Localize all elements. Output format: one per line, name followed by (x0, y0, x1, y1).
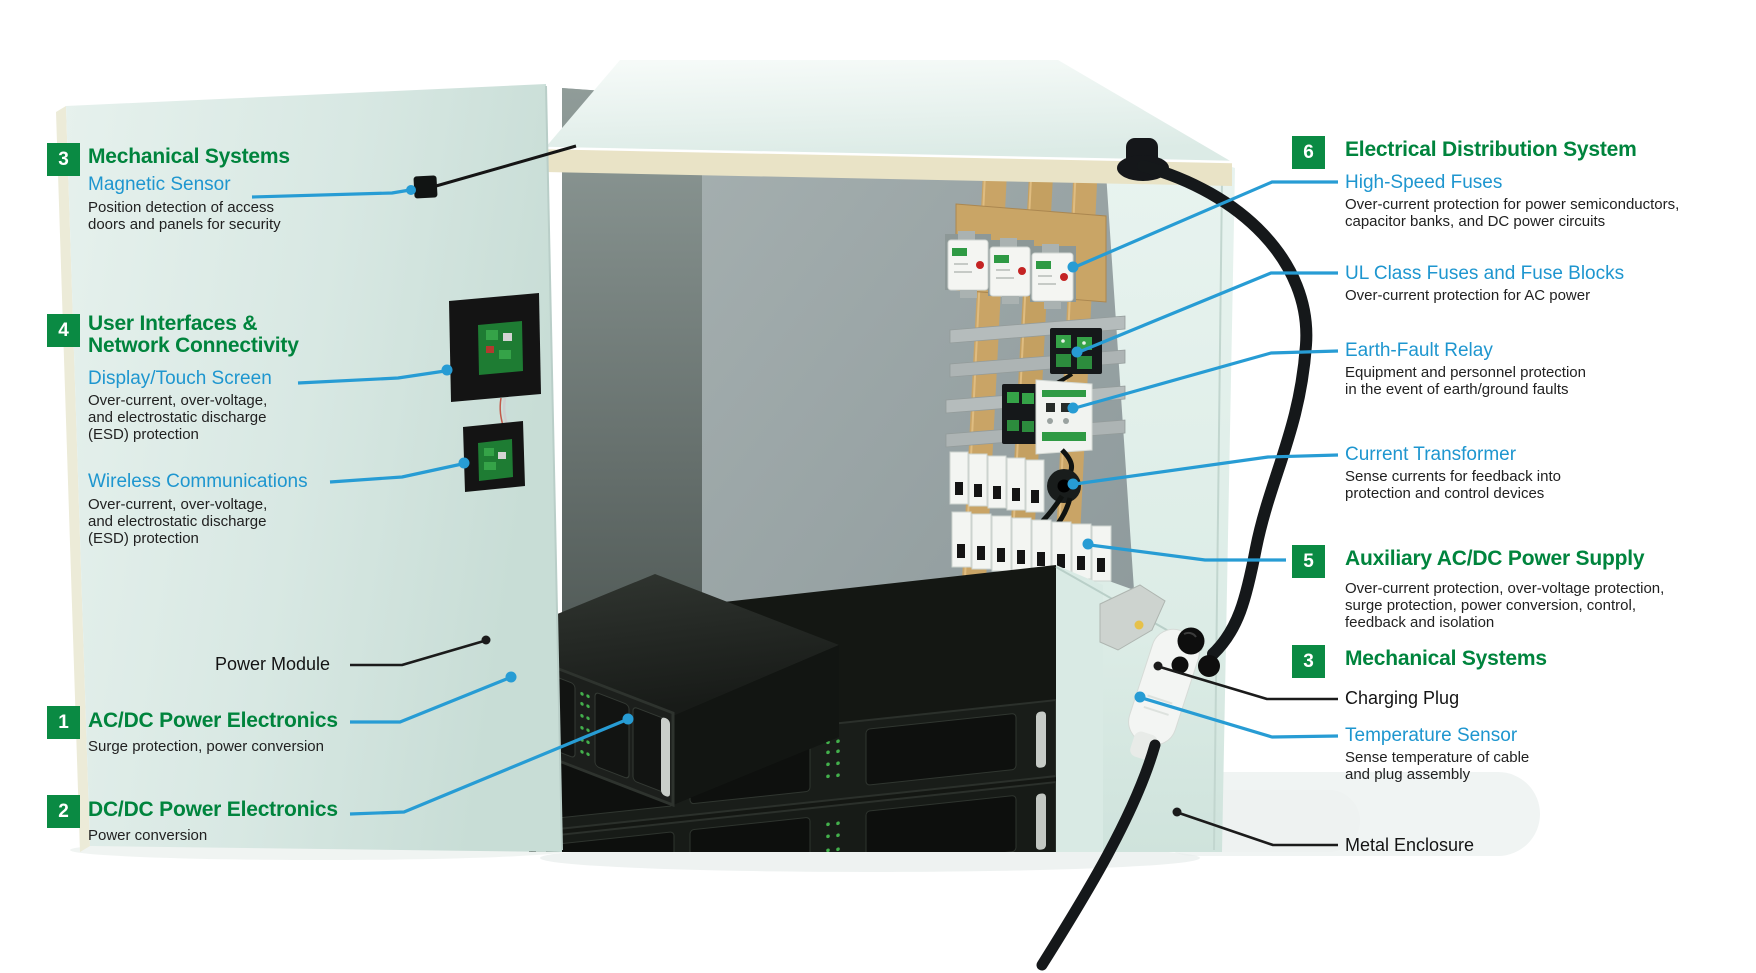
desc-display-2: and electrostatic discharge (88, 409, 267, 426)
label-metal-enclosure: Metal Enclosure (1345, 835, 1475, 855)
dot-display-touch-screen (441, 364, 453, 376)
desc-wireless-1: Over-current, over-voltage, (88, 496, 268, 513)
desc-display-1: Over-current, over-voltage, (88, 392, 268, 409)
label-power-module: Power Module (215, 654, 331, 674)
section-title-user-interfaces-1: User Interfaces & (88, 312, 258, 335)
desc-acdc: Surge protection, power conversion (88, 738, 324, 755)
desc-wireless-3: (ESD) protection (88, 530, 199, 547)
desc-efr-1: Equipment and personnel protection (1345, 364, 1586, 381)
dot-power-module (481, 635, 491, 645)
charging-plug (1099, 584, 1220, 761)
auxiliary-power-supply-breakers (949, 451, 1112, 582)
current-transformer (1030, 448, 1081, 536)
leader-power-module (350, 639, 485, 667)
display-touch-screen-panel (449, 293, 541, 402)
dot-high-speed-fuses (1067, 261, 1079, 273)
dot-current-transformer (1067, 478, 1079, 490)
leader-acdc-power-electronics (350, 676, 510, 724)
desc-aux-2: surge protection, power conversion, cont… (1345, 597, 1636, 614)
leader-temperature-sensor (1141, 696, 1339, 739)
plug-cable (1036, 739, 1161, 971)
badge-mechanical-systems: 3 (47, 143, 80, 176)
label-earth-fault-relay: Earth-Fault Relay (1345, 340, 1493, 361)
desc-hsf-2: capacitor banks, and DC power circuits (1345, 213, 1606, 230)
desc-magnetic-sensor-2: doors and panels for security (88, 216, 281, 233)
leader-metal-enclosure (1178, 811, 1338, 847)
charging-cable (1137, 160, 1313, 660)
leader-earth-fault-relay (1074, 349, 1339, 410)
magnetic-sensor (413, 144, 577, 199)
label-ul-class-fuses: UL Class Fuses and Fuse Blocks (1345, 263, 1625, 284)
badge-user-interfaces: 4 (47, 314, 80, 347)
wireless-communications-panel (463, 397, 525, 492)
label-magnetic-sensor: Magnetic Sensor (88, 174, 231, 195)
dot-auxiliary (1082, 538, 1094, 550)
badge-acdc: 1 (47, 706, 80, 739)
cabinet-door (56, 84, 563, 852)
label-display-touch-screen: Display/Touch Screen (88, 368, 272, 389)
section-title-electrical-distribution: Electrical Distribution System (1345, 138, 1637, 161)
desc-ct-1: Sense currents for feedback into (1345, 468, 1561, 485)
dot-earth-fault-relay (1067, 402, 1079, 414)
leader-auxiliary-power-supply (1089, 543, 1286, 562)
desc-dcdc: Power conversion (88, 827, 208, 844)
desc-wireless-2: and electrostatic discharge (88, 513, 267, 530)
label-charging-plug: Charging Plug (1345, 688, 1460, 708)
desc-efr-2: in the event of earth/ground faults (1345, 381, 1569, 398)
desc-ul: Over-current protection for AC power (1345, 287, 1591, 304)
leader-high-speed-fuses (1074, 180, 1338, 269)
desc-temp-2: and plug assembly (1345, 766, 1471, 783)
dot-acdc (505, 671, 517, 683)
section-title-acdc: AC/DC Power Electronics (88, 709, 338, 732)
section-title-user-interfaces-2: Network Connectivity (88, 334, 299, 357)
canopy (544, 60, 1233, 186)
dot-charging-plug (1153, 661, 1163, 671)
dot-dcdc (622, 713, 634, 725)
badge-dcdc: 2 (47, 795, 80, 828)
dot-temperature-sensor (1134, 691, 1146, 703)
leader-wireless-communications (329, 462, 463, 484)
leader-ul-class-fuses (1078, 271, 1338, 354)
dot-ul-class-fuses (1071, 346, 1083, 358)
section-title-mechanical-systems-2: Mechanical Systems (1345, 647, 1547, 670)
desc-display-3: (ESD) protection (88, 426, 199, 443)
desc-ct-2: protection and control devices (1345, 485, 1545, 502)
power-module-pulled (487, 574, 839, 808)
leader-magnetic-sensor (251, 188, 411, 199)
leader-display-touch-screen (297, 369, 446, 385)
earth-fault-relay (1002, 379, 1093, 455)
section-title-mechanical-systems: Mechanical Systems (88, 145, 290, 168)
leader-dcdc-power-electronics (349, 718, 627, 816)
desc-hsf-1: Over-current protection for power semico… (1345, 196, 1680, 213)
badge-mechanical-systems-2: 3 (1292, 645, 1325, 678)
badge-electrical-distribution: 6 (1292, 136, 1325, 169)
section-title-auxiliary-power: Auxiliary AC/DC Power Supply (1345, 547, 1645, 570)
label-high-speed-fuses: High-Speed Fuses (1345, 172, 1503, 193)
desc-magnetic-sensor-1: Position detection of access (88, 199, 274, 216)
section-title-dcdc: DC/DC Power Electronics (88, 798, 338, 821)
high-speed-fuses (947, 231, 1074, 309)
desc-temp-1: Sense temperature of cable (1345, 749, 1530, 766)
dot-metal-enclosure (1172, 807, 1182, 817)
leader-charging-plug (1159, 665, 1338, 701)
dot-magnetic-sensor (406, 185, 416, 195)
desc-aux-3: feedback and isolation (1345, 614, 1495, 631)
label-current-transformer: Current Transformer (1345, 444, 1517, 465)
label-temperature-sensor: Temperature Sensor (1345, 725, 1518, 746)
badge-auxiliary-power: 5 (1292, 545, 1325, 578)
leader-current-transformer (1074, 453, 1339, 486)
label-wireless-communications: Wireless Communications (88, 471, 308, 492)
dot-wireless-communications (458, 457, 470, 469)
desc-aux-1: Over-current protection, over-voltage pr… (1345, 580, 1665, 597)
